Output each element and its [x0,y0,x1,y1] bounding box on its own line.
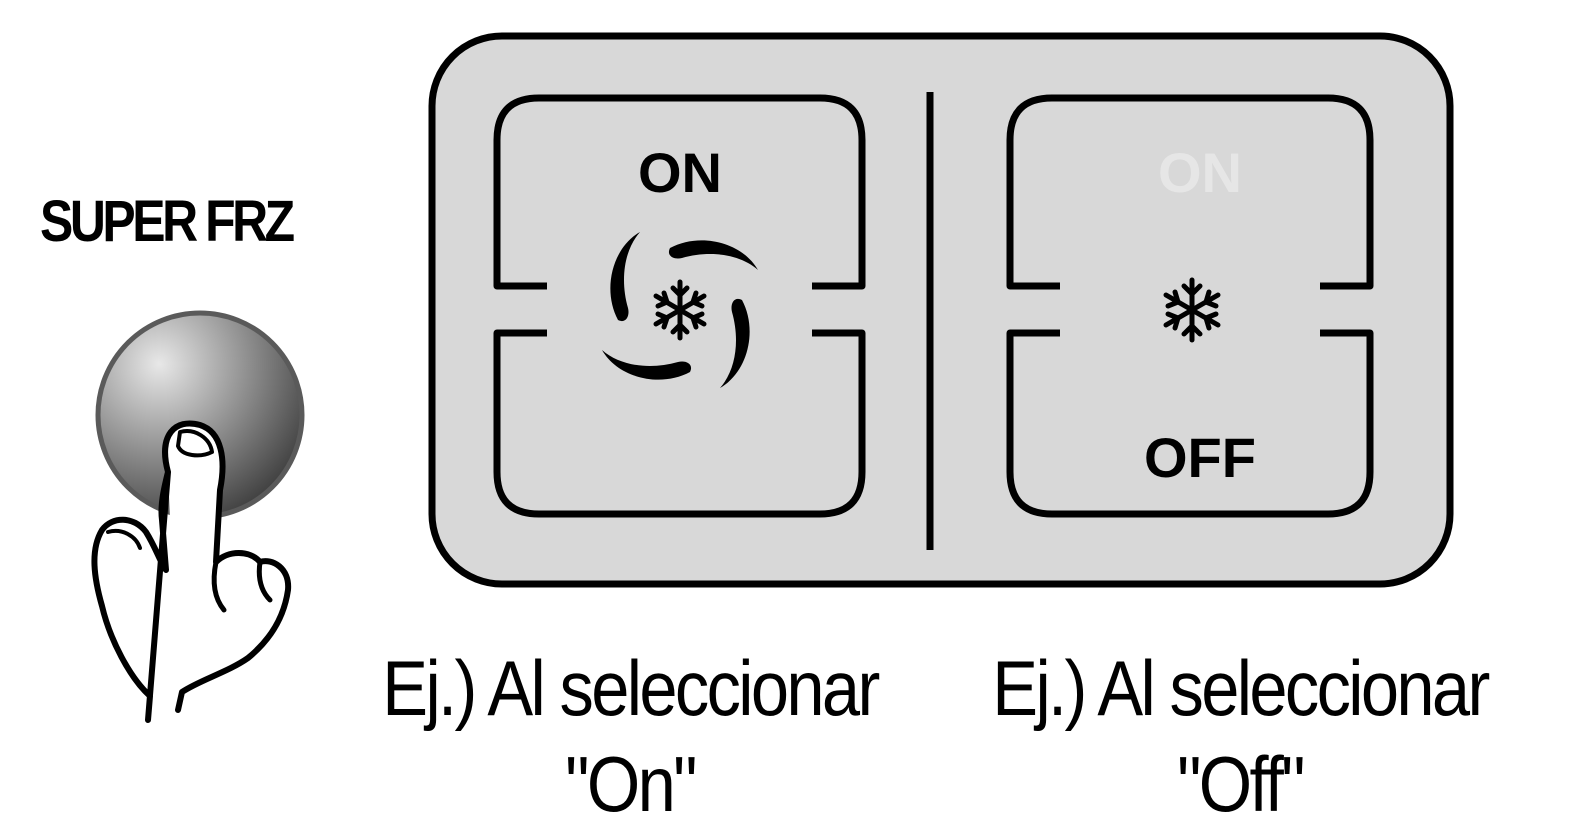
off-state-label: OFF [1144,426,1256,489]
caption-off-line2: "Off" [1177,740,1305,828]
caption-on: Ej.) Al seleccionar "On" [331,640,929,832]
caption-on-line1: Ej.) Al seleccionar [382,644,880,732]
caption-off: Ej.) Al seleccionar "Off" [941,640,1539,832]
snowflake-icon [1163,277,1221,343]
swirling-snowflake-icon [602,232,758,388]
on-state-label: ON [638,141,722,204]
pressing-hand-icon [91,420,292,723]
panel-frame [428,32,1454,588]
display-panel [428,32,1454,588]
super-frz-label: SUPER FRZ [40,189,295,254]
caption-off-line1: Ej.) Al seleccionar [992,644,1490,732]
super-frz-button[interactable] [50,300,330,760]
off-state-faded-on-label: ON [1158,141,1242,204]
on-state-frame [493,94,866,518]
caption-on-line2: "On" [565,740,697,828]
off-state-frame [1006,94,1374,518]
